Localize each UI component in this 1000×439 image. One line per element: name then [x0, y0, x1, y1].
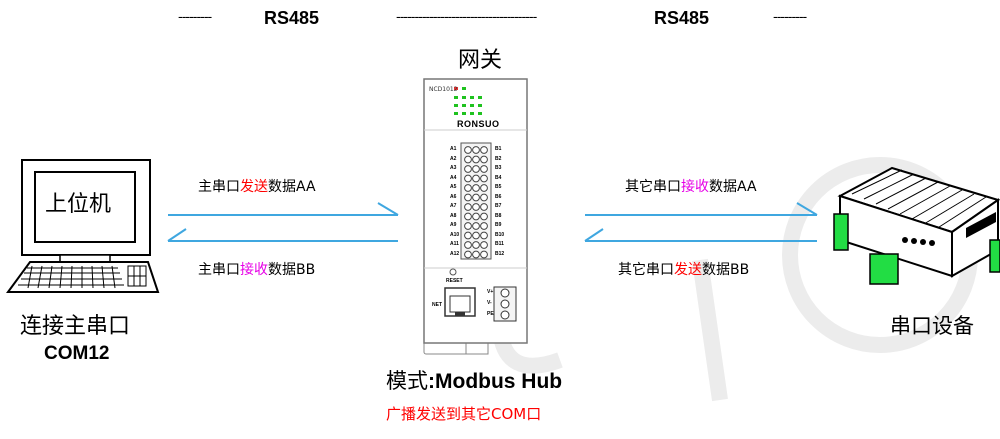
pc-caption-line2: COM12: [44, 343, 110, 364]
left-port-label: A2: [450, 155, 457, 162]
right-port-label: B10: [495, 231, 505, 238]
terminal-screw: [480, 174, 488, 183]
right-port-label: B9: [495, 222, 502, 228]
rs485-label-left: RS485: [264, 8, 320, 28]
terminal-screw: [480, 203, 488, 211]
mode-note: 广播发送到其它COM口: [386, 405, 542, 423]
left-port-label: A5: [450, 184, 457, 190]
terminal-screw: [480, 250, 488, 259]
terminal-screw: [472, 174, 480, 183]
terminal-screw: [472, 212, 480, 221]
terminal-screw: [464, 222, 472, 230]
left-port-label: A12: [450, 250, 460, 257]
reset-label: RESET: [446, 278, 463, 284]
terminal-screw: [464, 212, 472, 221]
left-port-label: A11: [450, 241, 459, 247]
terminal-screw: [480, 155, 488, 164]
terminal-screw: [480, 212, 488, 221]
terminal-screw: [464, 146, 472, 154]
right-port-label: B6: [495, 193, 502, 200]
pc-screen-label: 上位机: [45, 192, 112, 217]
terminal-screw: [464, 174, 472, 183]
serial-device-icon: [833, 166, 1000, 285]
right-port-label: B3: [495, 165, 502, 171]
terminal-screw: [464, 193, 472, 202]
terminal-screw: [480, 146, 488, 154]
terminal-screw: [480, 241, 488, 249]
right-send-label: 其它串口发送数据BB: [618, 262, 750, 278]
right-port-label: B5: [495, 184, 502, 190]
terminal-screw: [480, 222, 488, 230]
terminal-screw: [472, 231, 480, 240]
terminal-screw: [472, 241, 480, 249]
right-port-label: B11: [495, 241, 504, 247]
terminal-screw: [472, 222, 480, 230]
terminal-screw: [472, 193, 480, 202]
terminal-screw: [464, 250, 472, 259]
terminal-screw: [472, 165, 480, 173]
right-arrows: [584, 202, 818, 242]
header-dashes-left: ---------: [178, 10, 212, 25]
left-port-label: A6: [450, 193, 457, 200]
left-port-label: A1: [450, 146, 457, 152]
terminal-screw: [464, 184, 472, 192]
left-port-label: A3: [450, 165, 457, 171]
terminal-screw: [472, 184, 480, 192]
right-port-label: B2: [495, 155, 502, 162]
rs485-label-right: RS485: [654, 8, 710, 28]
terminal-screw: [480, 165, 488, 173]
left-port-label: A10: [450, 231, 460, 238]
left-port-label: A8: [450, 212, 457, 219]
gateway-brand-logo: RONSUO: [457, 119, 500, 129]
power-terminal-label: V+: [487, 289, 494, 295]
gateway-title: 网关: [458, 48, 503, 73]
left-recv-label: 主串口接收数据BB: [198, 262, 316, 278]
power-terminal-label: PE: [487, 311, 494, 317]
left-port-label: A9: [450, 222, 457, 228]
header-dashes-right: ---------: [773, 10, 807, 25]
net-label: NET: [432, 302, 442, 308]
terminal-screw: [464, 203, 472, 211]
terminal-screw: [480, 231, 488, 240]
terminal-screw: [464, 155, 472, 164]
header-dashes-middle: --------------------------------------: [396, 10, 537, 25]
left-port-label: A7: [450, 203, 457, 209]
terminal-screw: [480, 184, 488, 192]
left-port-label: A4: [450, 174, 457, 181]
terminal-screw: [472, 146, 480, 154]
pc-caption-line1: 连接主串口: [20, 314, 131, 339]
gateway-model: NCD1012: [429, 86, 458, 93]
terminal-screw: [464, 231, 472, 240]
right-port-label: B8: [495, 212, 502, 219]
device-caption: 串口设备: [890, 314, 974, 338]
terminal-screw: [472, 203, 480, 211]
terminal-screw: [464, 241, 472, 249]
terminal-screw: [464, 165, 472, 173]
computer-icon: [6, 159, 160, 293]
power-terminal-label: V-: [487, 300, 492, 306]
terminal-screw: [480, 193, 488, 202]
right-recv-label: 其它串口接收数据AA: [625, 179, 757, 195]
mode-label: 模式:Modbus Hub: [386, 369, 563, 393]
right-port-label: B7: [495, 203, 502, 209]
gateway-device: [423, 78, 528, 355]
right-port-label: B1: [495, 146, 502, 152]
left-arrows: [167, 202, 399, 242]
terminal-screw: [472, 155, 480, 164]
terminal-screw: [472, 250, 480, 259]
right-port-label: B4: [495, 174, 502, 181]
right-port-label: B12: [495, 250, 505, 257]
left-send-label: 主串口发送数据AA: [198, 179, 316, 195]
